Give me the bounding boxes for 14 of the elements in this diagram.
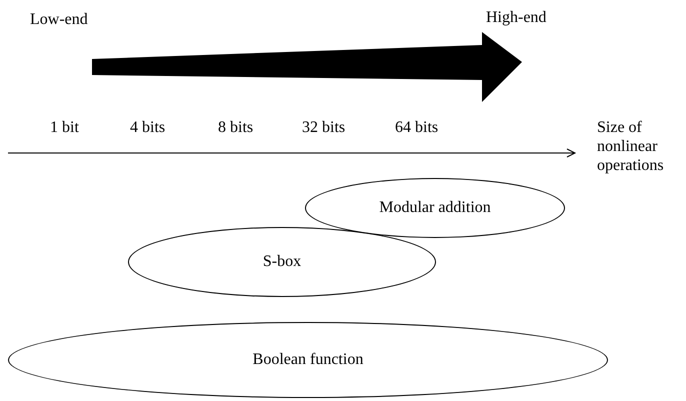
node-label: Modular addition [379,199,491,217]
ellipse-node [305,178,565,238]
tick-label: 32 bits [302,118,346,137]
scale-label: High-end [486,8,546,27]
tick-label: 8 bits [218,118,254,137]
tick-label: 1 bit [50,118,79,137]
axis-title: Size of nonlinear operations [597,118,665,175]
ellipse-node [8,322,608,398]
node-label: S-box [262,253,302,271]
tick-label: 64 bits [395,118,438,137]
ellipse-node [128,227,436,297]
node-label: Boolean function [252,351,364,369]
scale-label: Low-end [30,10,88,29]
tick-label: 4 bits [130,118,166,137]
